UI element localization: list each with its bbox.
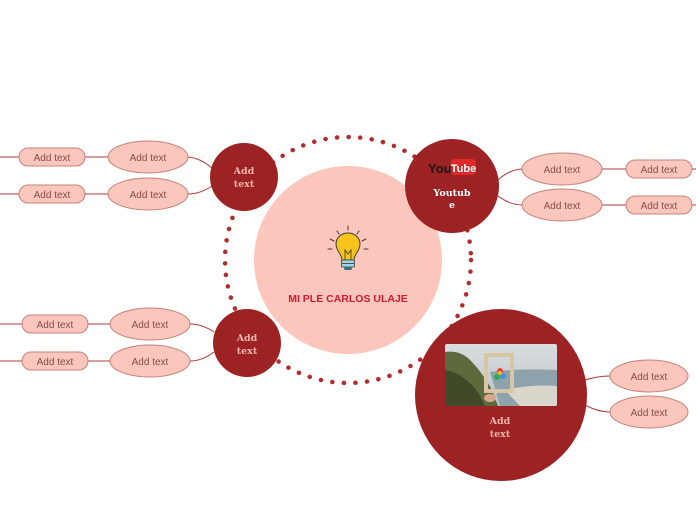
subtopic-pill[interactable]: Add text xyxy=(107,177,189,211)
hub-youtube-label-line2: e xyxy=(449,200,455,211)
subtopic-pill[interactable]: Add text xyxy=(107,140,189,174)
subtopic-label: Add text xyxy=(34,190,71,201)
subtopic-label: Add text xyxy=(641,201,678,212)
subtopic-label: Add text xyxy=(631,372,668,383)
connector-lines xyxy=(0,156,696,413)
dotted-orbit-ring xyxy=(222,134,474,386)
subtopic-pill[interactable]: Add text xyxy=(21,314,89,334)
subtopic-label: Add text xyxy=(631,408,668,419)
subtopic-label: Add text xyxy=(641,165,678,176)
hub-top-left-label-line2: text xyxy=(234,179,255,190)
subtopic-label: Add text xyxy=(37,320,74,331)
subtopic-pill[interactable]: Add text xyxy=(625,159,693,179)
subtopic-pill[interactable]: Add text xyxy=(609,395,689,429)
hub-photo-label-line1: Add xyxy=(489,416,511,427)
subtopic-pill[interactable]: Add text xyxy=(609,359,689,393)
subtopic-pill[interactable]: Add text xyxy=(109,307,191,341)
youtube-logo-tube: Tube xyxy=(451,163,476,175)
subtopic-label: Add text xyxy=(544,165,581,176)
subtopic-pill[interactable]: Add text xyxy=(21,351,89,371)
hub-youtube-label-line1: Youtub xyxy=(432,188,470,199)
subtopic-label: Add text xyxy=(37,357,74,368)
subtopics: Add text Add text Add text Add text Add … xyxy=(18,140,693,429)
subtopic-label: Add text xyxy=(34,153,71,164)
youtube-logo-you: You xyxy=(428,161,452,176)
subtopic-label: Add text xyxy=(132,357,169,368)
hub-photo-label-line2: text xyxy=(490,429,511,440)
subtopic-pill[interactable]: Add text xyxy=(18,147,86,167)
hub-top-left-bubble xyxy=(210,143,278,211)
central-topic-title: MI PLE CARLOS ULAJE xyxy=(288,293,408,305)
hub-top-left[interactable]: Add text xyxy=(210,143,278,211)
subtopic-label: Add text xyxy=(130,190,167,201)
hub-bottom-left-bubble xyxy=(213,309,281,377)
hub-youtube[interactable]: You Tube Youtub e xyxy=(405,139,499,233)
hub-youtube-bubble xyxy=(405,139,499,233)
subtopic-pill[interactable]: Add text xyxy=(625,195,693,215)
hub-top-left-label-line1: Add xyxy=(233,166,255,177)
subtopic-label: Add text xyxy=(544,201,581,212)
subtopic-pill[interactable]: Add text xyxy=(109,344,191,378)
subtopic-pill[interactable]: Add text xyxy=(521,152,603,186)
central-topic[interactable]: MI PLE CARLOS ULAJE xyxy=(254,166,442,354)
subtopic-label: Add text xyxy=(130,153,167,164)
hub-bottom-left-label-line1: Add xyxy=(236,333,258,344)
subtopic-pill[interactable]: Add text xyxy=(521,188,603,222)
hub-bottom-left-label-line2: text xyxy=(237,346,258,357)
beach-photo-image xyxy=(445,344,557,406)
hub-bottom-left[interactable]: Add text xyxy=(213,309,281,377)
subtopic-label: Add text xyxy=(132,320,169,331)
subtopic-pill[interactable]: Add text xyxy=(18,184,86,204)
hub-photo[interactable]: Add text xyxy=(415,309,587,481)
lightbulb-icon xyxy=(327,225,369,270)
youtube-logo-icon: You Tube xyxy=(428,159,476,176)
